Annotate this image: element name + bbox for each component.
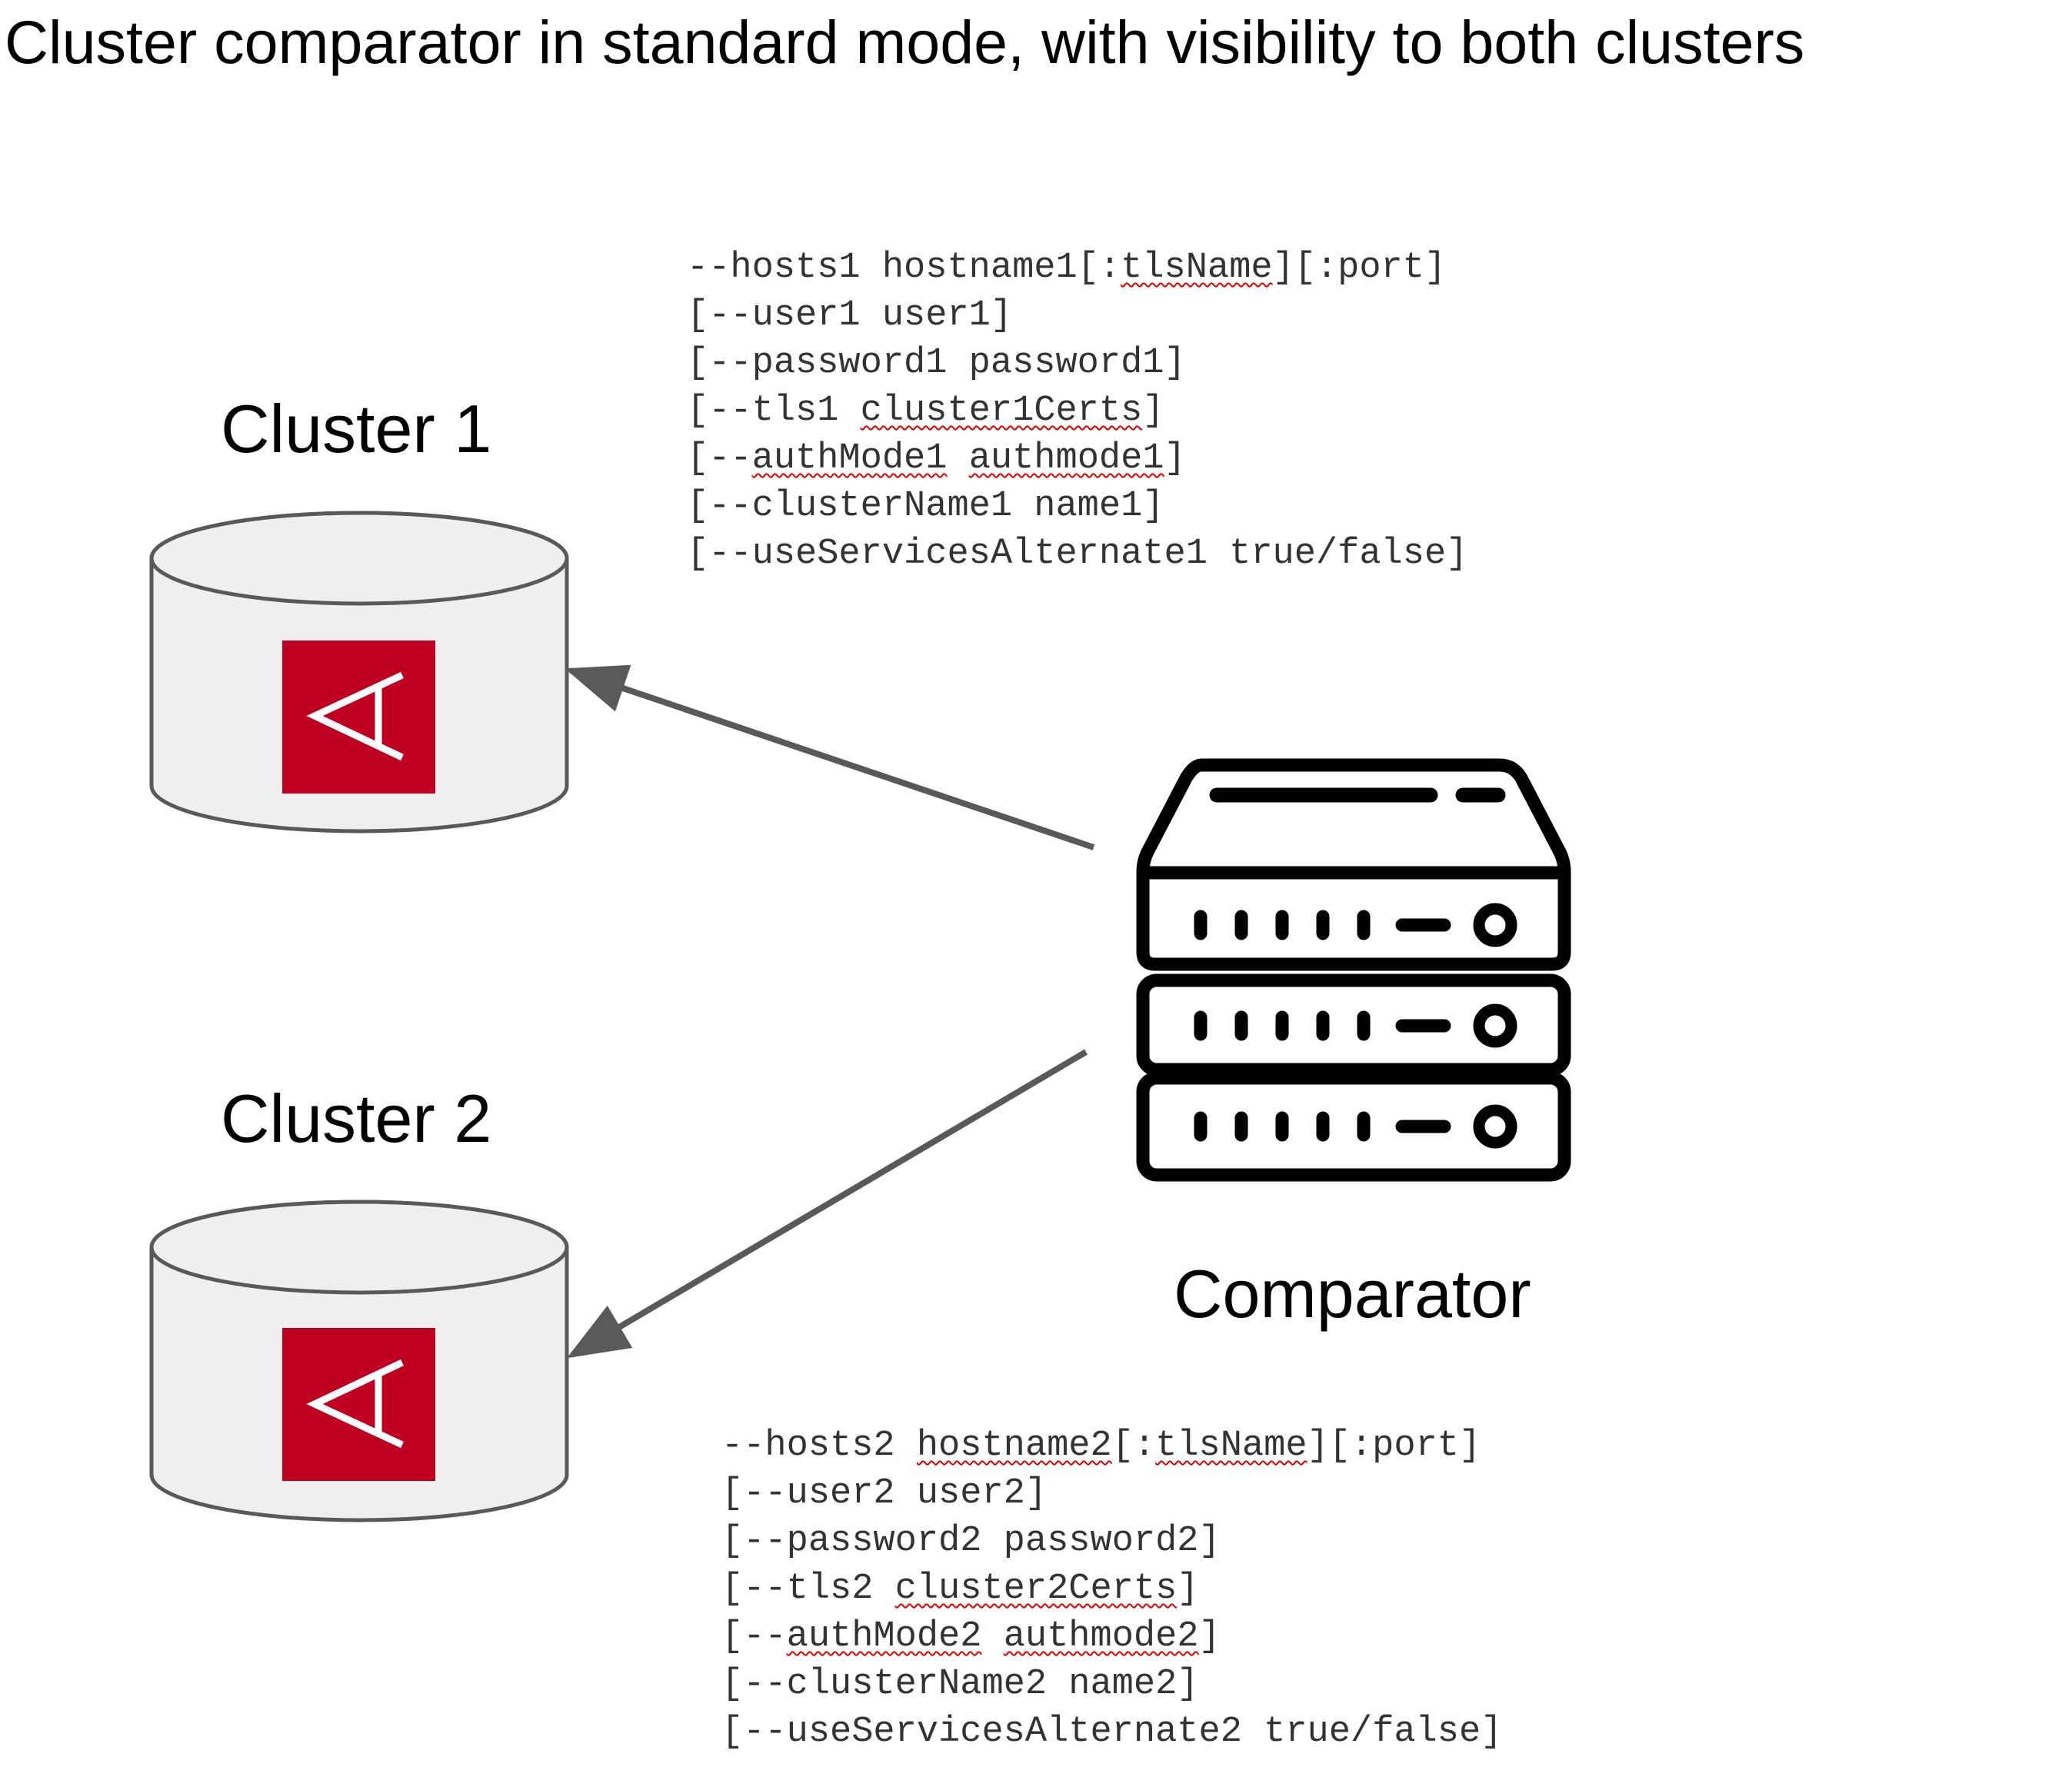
cluster2-options: --hosts2 hostname2[:tlsName][:port] [--us… xyxy=(721,1423,1502,1756)
option-line: [--user2 user2] xyxy=(721,1473,1048,1514)
cluster1-database xyxy=(149,511,569,834)
arrow-comparator-to-cluster1 xyxy=(565,664,1095,850)
cluster1-options: --hosts1 hostname1[:tlsName][:port] [--us… xyxy=(687,245,1467,578)
option-line: [--tls2 cluster2Certs] xyxy=(721,1569,1199,1609)
option-line: [--password1 password1] xyxy=(687,343,1186,384)
option-line: [--user1 user1] xyxy=(687,295,1013,336)
option-line: [--authMode2 authmode2] xyxy=(721,1616,1221,1657)
cluster2-database xyxy=(149,1200,569,1522)
option-line: [--useServicesAlternate2 true/false] xyxy=(721,1712,1503,1752)
comparator-label: Comparator xyxy=(1174,1256,1531,1332)
aerospike-logo-icon xyxy=(282,1328,435,1481)
option-line: [--clusterName1 name1] xyxy=(687,486,1164,527)
option-line: [--tls1 cluster1Certs] xyxy=(687,391,1164,431)
option-line: --hosts2 hostname2[:tlsName][:port] xyxy=(721,1426,1481,1466)
option-line: [--clusterName2 name2] xyxy=(721,1664,1199,1705)
cluster2-label: Cluster 2 xyxy=(221,1080,492,1156)
diagram-title: Cluster comparator in standard mode, wit… xyxy=(5,8,1805,76)
option-line: [--authMode1 authmode1] xyxy=(687,438,1186,479)
option-line: [--useServicesAlternate1 true/false] xyxy=(687,534,1468,574)
arrow-comparator-to-cluster2 xyxy=(567,1049,1088,1359)
option-line: --hosts1 hostname1[:tlsName][:port] xyxy=(687,248,1447,288)
server-icon xyxy=(1136,758,1571,1182)
aerospike-logo-icon xyxy=(282,641,435,794)
cluster1-label: Cluster 1 xyxy=(221,391,492,467)
option-line: [--password2 password2] xyxy=(721,1521,1221,1562)
